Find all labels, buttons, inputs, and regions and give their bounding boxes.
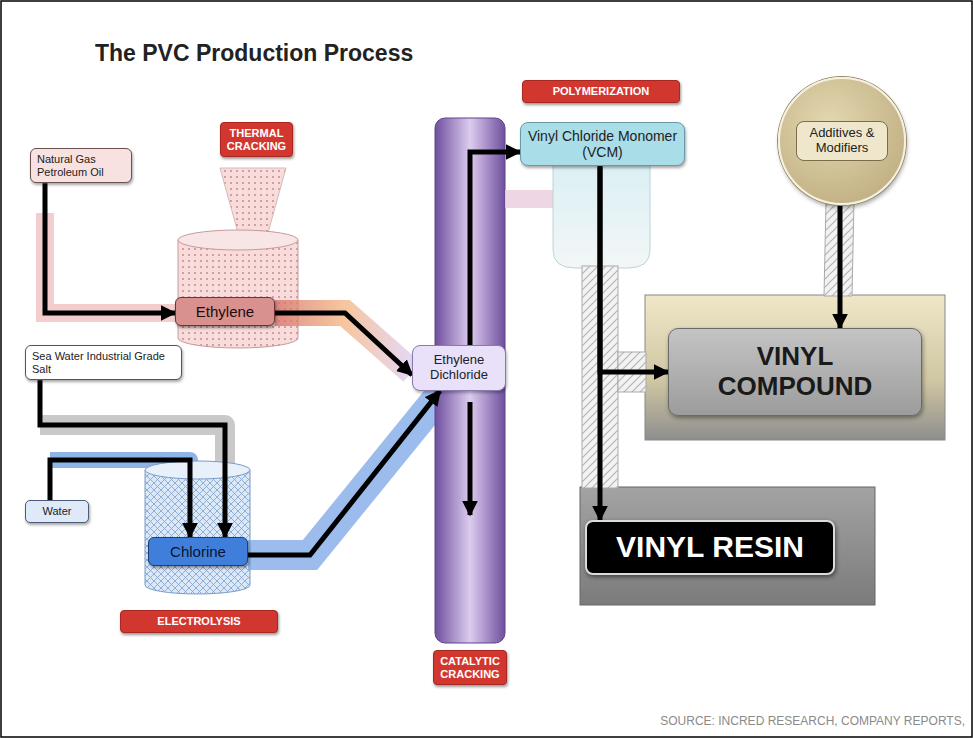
node-label: Sea Water Industrial Grade Salt (32, 350, 175, 375)
product-box: Vinyl Chloride Monomer (VCM) (520, 122, 685, 166)
flow-arrow (50, 460, 190, 537)
node-label: Chlorine (170, 543, 226, 560)
node-label: THERMAL CRACKING (226, 127, 287, 152)
resin-panel (580, 487, 875, 605)
node-label: VINYL RESIN (616, 530, 804, 565)
process-tag: CATALYTIC CRACKING (433, 650, 507, 685)
product-box: Ethylene (175, 297, 275, 326)
source-box: Sea Water Industrial Grade Salt (25, 345, 182, 380)
diagram-title: The PVC Production Process (95, 40, 413, 67)
vcm-feed-band (505, 190, 555, 208)
node-label: Additives & Modifiers (796, 121, 888, 161)
node-label: CATALYTIC CRACKING (439, 655, 501, 680)
flow-arrow (470, 152, 520, 345)
node-label: POLYMERIZATION (553, 85, 650, 98)
node-label: Vinyl Chloride Monomer (VCM) (527, 128, 678, 160)
flow-arrow (248, 391, 440, 555)
chlorine-band (248, 395, 440, 555)
flow-arrow (598, 166, 603, 520)
ethylene-drum (178, 240, 298, 348)
chlorine-drum (145, 470, 250, 594)
compound-panel (645, 295, 945, 440)
drum-lid (145, 461, 250, 479)
feed-band (45, 213, 178, 313)
product-box: Ethylene Dichloride (412, 345, 506, 391)
flow-arrow (600, 166, 668, 372)
flow-arrow (275, 313, 412, 375)
additive-circle: Additives & Modifiers (778, 77, 906, 205)
column-arrow (468, 402, 473, 515)
process-tag: THERMAL CRACKING (220, 122, 293, 157)
output-box: VINYL COMPOUND (668, 328, 922, 416)
process-tag: ELECTROLYSIS (120, 610, 278, 633)
output-box: VINYL RESIN (585, 520, 835, 575)
node-label: Ethylene (196, 303, 254, 320)
node-label: ELECTROLYSIS (157, 615, 240, 628)
node-label: VINYL COMPOUND (709, 342, 881, 402)
product-box: Chlorine (148, 537, 248, 566)
node-label: Water (43, 505, 72, 518)
source-caption: SOURCE: INCRED RESEARCH, COMPANY REPORTS… (660, 714, 965, 728)
source-box: Water (25, 500, 89, 523)
flow-arrow (40, 380, 225, 537)
node-label: Natural Gas Petroleum Oil (37, 153, 125, 178)
drum-lid (178, 230, 298, 250)
process-tag: POLYMERIZATION (522, 80, 680, 103)
ethylene-band (275, 313, 412, 372)
cracking-funnel (220, 168, 286, 240)
flow-arrow (45, 183, 175, 313)
node-label: Ethylene Dichloride (419, 353, 499, 383)
source-box: Natural Gas Petroleum Oil (30, 148, 132, 183)
flow-arrow (838, 205, 843, 328)
